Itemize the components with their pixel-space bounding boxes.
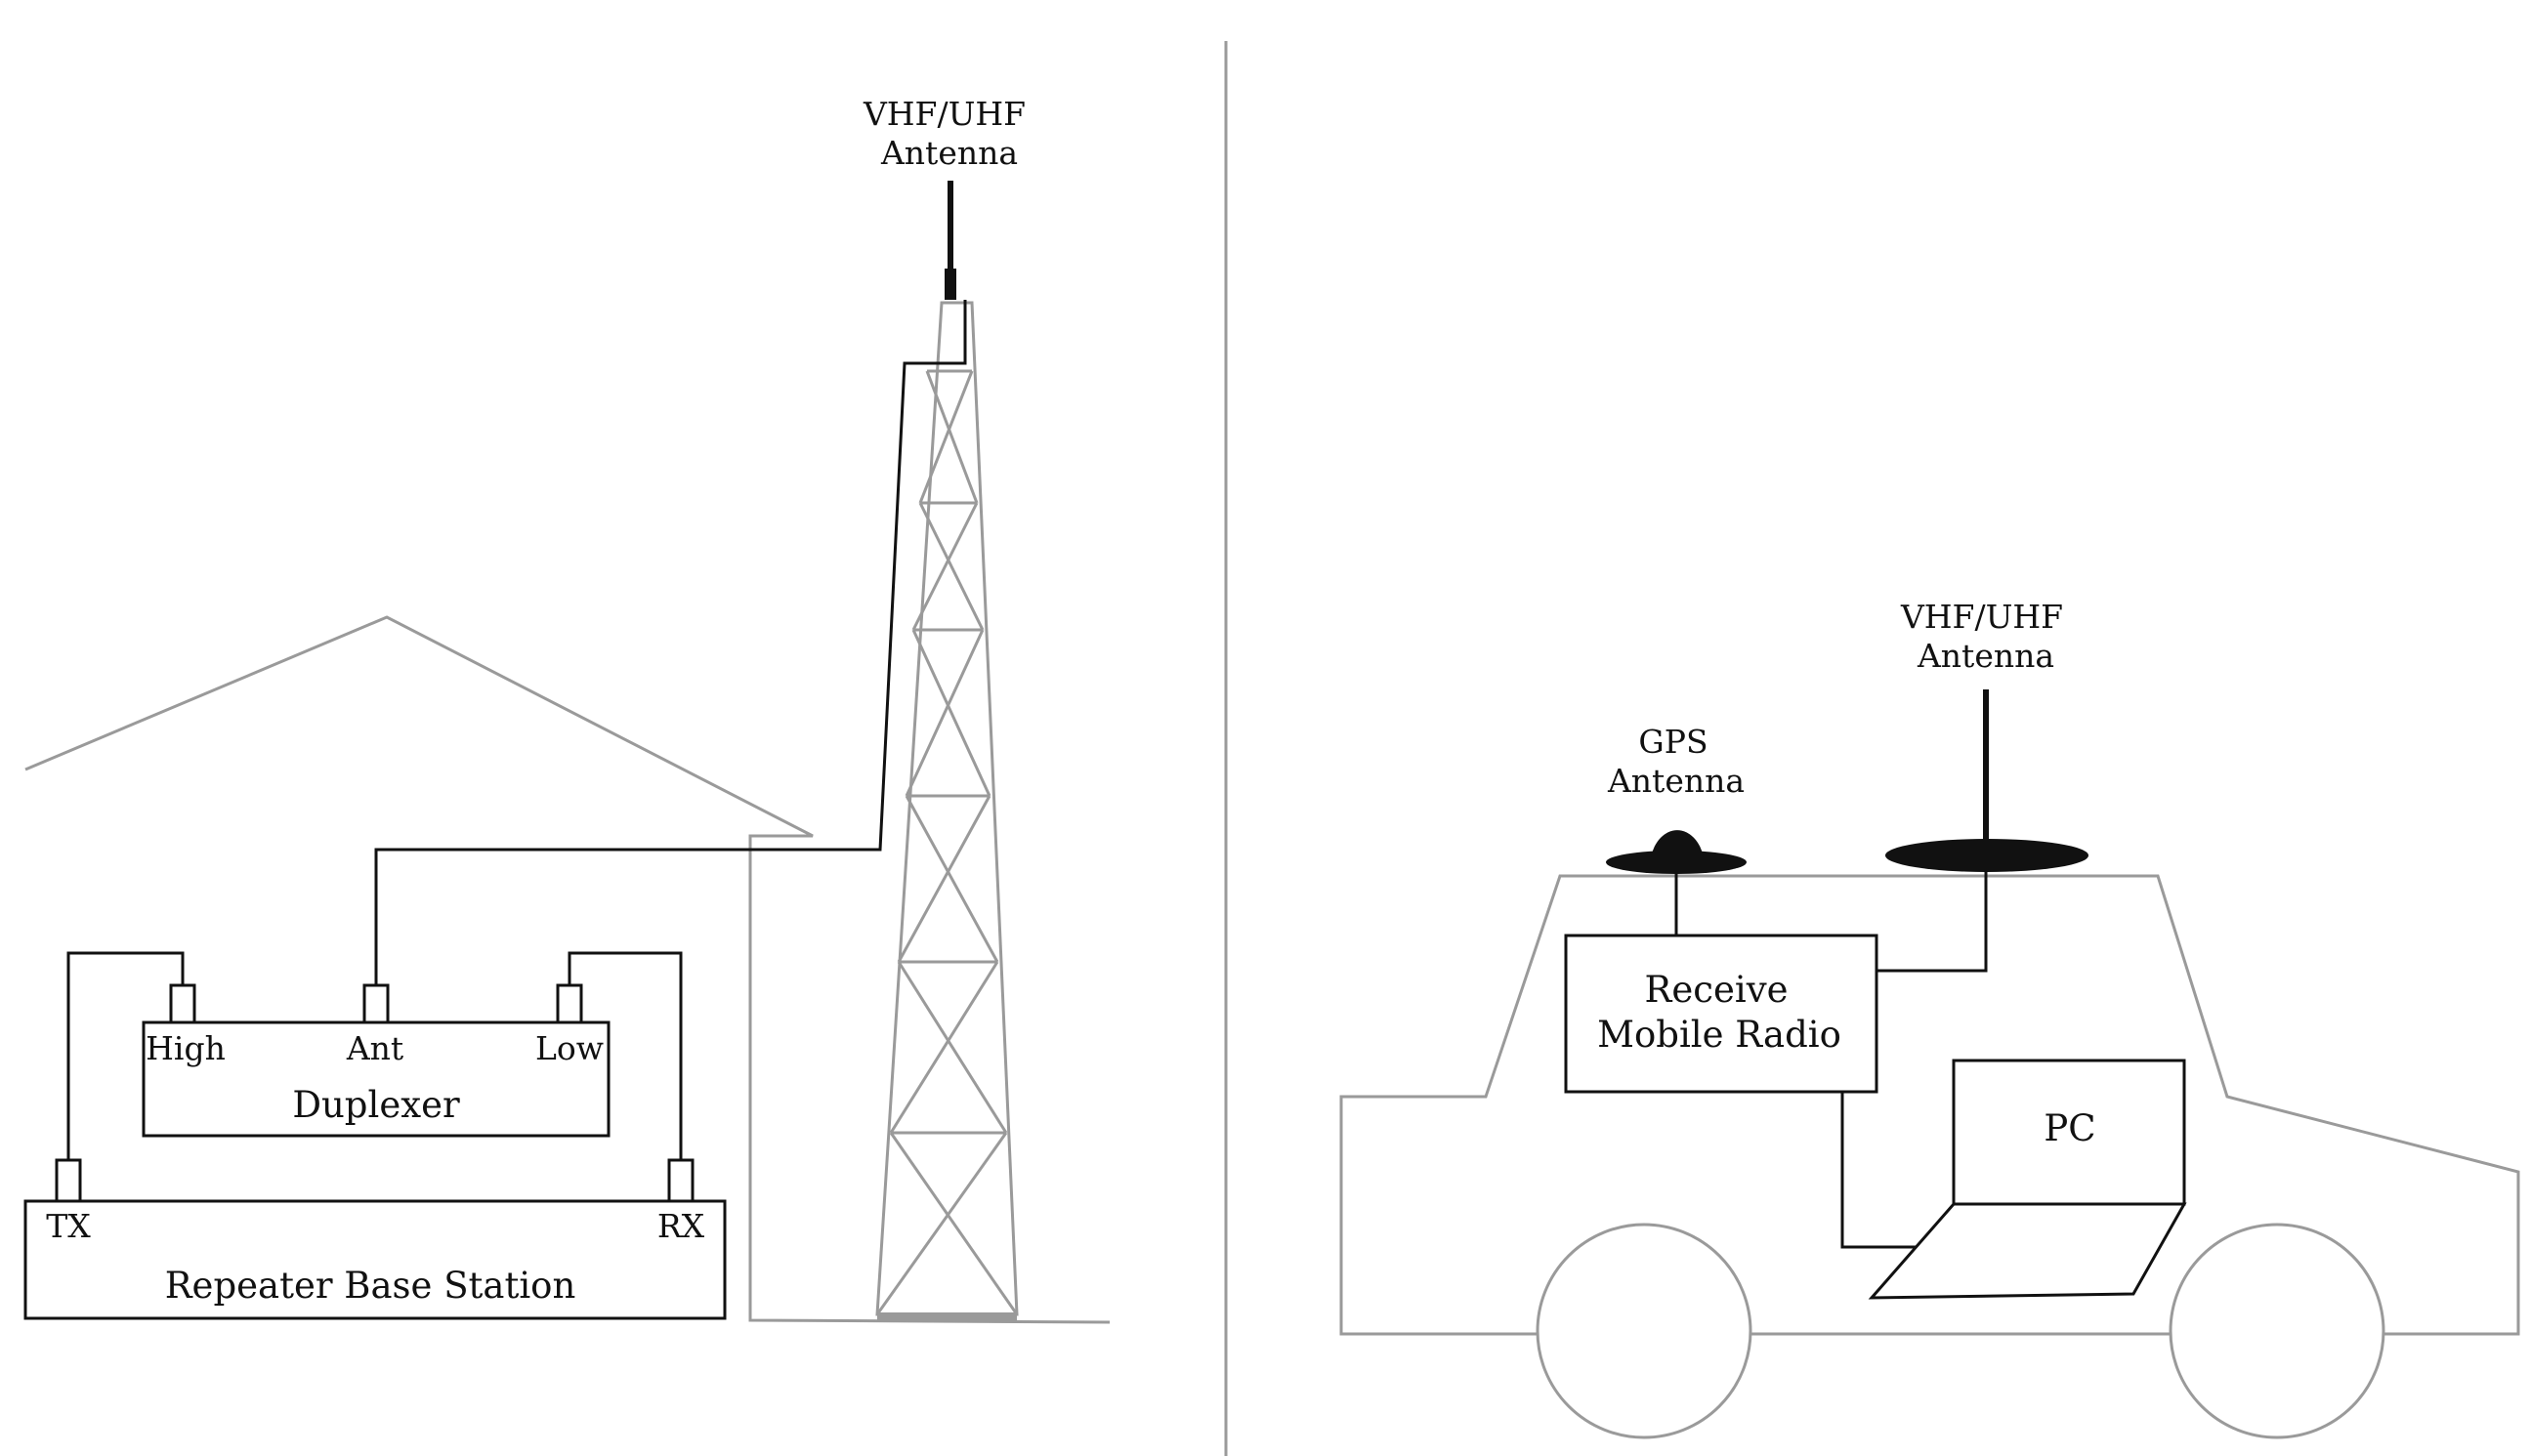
tower-antenna-label-line1: VHF/UHF <box>863 95 1026 133</box>
gps-antenna-label-line2: Antenna <box>1607 762 1745 800</box>
duplexer-port-ant <box>362 983 390 1024</box>
duplexer-port-high <box>169 983 196 1024</box>
building-roof-outline <box>24 615 1111 1324</box>
duplexer-box <box>142 1020 611 1138</box>
base-station-title: Repeater Base Station <box>165 1265 576 1307</box>
base-station-box <box>23 1199 727 1320</box>
pc-label: PC <box>2044 1107 2095 1149</box>
car-body-outline <box>1339 874 2520 1336</box>
base-station-tx-label: TX <box>46 1207 91 1245</box>
mobile-radio-label-line1: Receive <box>1644 969 1788 1011</box>
laptop-screen <box>1952 1059 2186 1206</box>
vehicle-antenna-label-line1: VHF/UHF <box>1900 598 2063 636</box>
lattice-tower <box>875 301 1019 1316</box>
left-panel: VHF/UHF Antenna High Ant Low Duplexer TX… <box>23 95 1111 1324</box>
base-station-port-tx <box>55 1158 82 1203</box>
duplexer-ant-label: Ant <box>346 1029 403 1067</box>
radio-to-pc-cable <box>1840 1092 1917 1249</box>
tower-antenna-label-line2: Antenna <box>880 134 1018 172</box>
gps-antenna-label-line1: GPS <box>1638 723 1708 761</box>
antenna-to-radio-cable <box>1876 872 1988 973</box>
right-panel: GPS Antenna VHF/UHF Antenna Receive Mobi… <box>1339 598 2520 1439</box>
laptop-keyboard <box>1868 1202 2187 1300</box>
rx-to-low-cable <box>568 951 683 1160</box>
front-wheel <box>1536 1223 1752 1439</box>
duplexer-title: Duplexer <box>292 1084 460 1126</box>
tower-antenna-base <box>945 269 956 300</box>
duplexer-high-label: High <box>146 1029 226 1067</box>
duplexer-port-low <box>556 983 583 1024</box>
duplexer-low-label: Low <box>535 1029 604 1067</box>
gps-antenna-dome <box>1651 830 1704 857</box>
vehicle-antenna-label-line2: Antenna <box>1917 637 2054 675</box>
mobile-radio-label-line2: Mobile Radio <box>1597 1014 1841 1056</box>
tower-base <box>877 1312 1017 1320</box>
mobile-radio-box <box>1564 934 1878 1094</box>
base-station-port-rx <box>667 1158 695 1203</box>
antenna-feed-line <box>374 300 967 988</box>
rear-wheel <box>2169 1223 2385 1439</box>
base-station-rx-label: RX <box>657 1207 705 1245</box>
gps-antenna-base <box>1606 851 1747 874</box>
tx-to-high-cable <box>66 951 185 1160</box>
vehicle-antenna-base <box>1885 839 2088 872</box>
